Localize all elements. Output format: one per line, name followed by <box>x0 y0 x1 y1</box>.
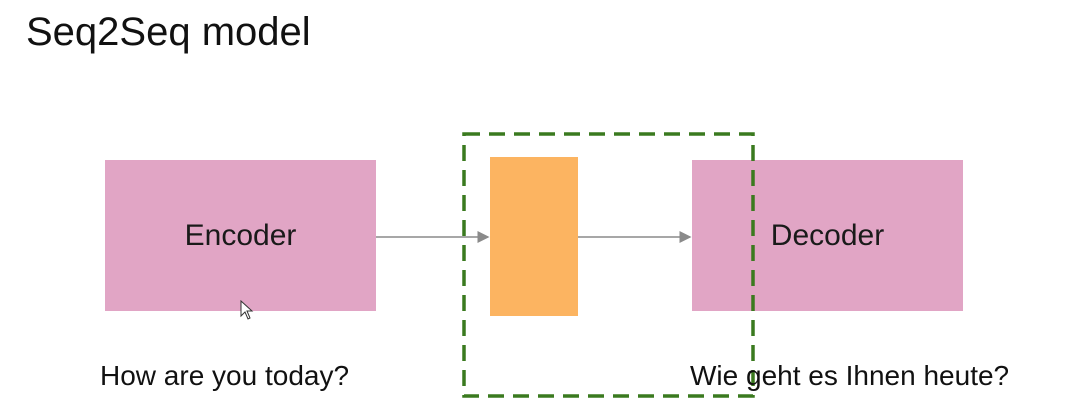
mouse-pointer-icon <box>240 300 254 320</box>
decoder-label: Decoder <box>770 218 885 252</box>
decoder-block: Decoder <box>692 160 963 311</box>
context-vector-block <box>490 157 578 316</box>
highlight-dashed-box <box>462 132 755 398</box>
slide-title: Seq2Seq model <box>26 10 311 54</box>
encoder-block: Encoder <box>105 160 376 311</box>
input-sentence: How are you today? <box>100 360 350 391</box>
encoder-label: Encoder <box>184 218 297 252</box>
output-sentence: Wie geht es Ihnen heute? <box>690 360 1010 391</box>
